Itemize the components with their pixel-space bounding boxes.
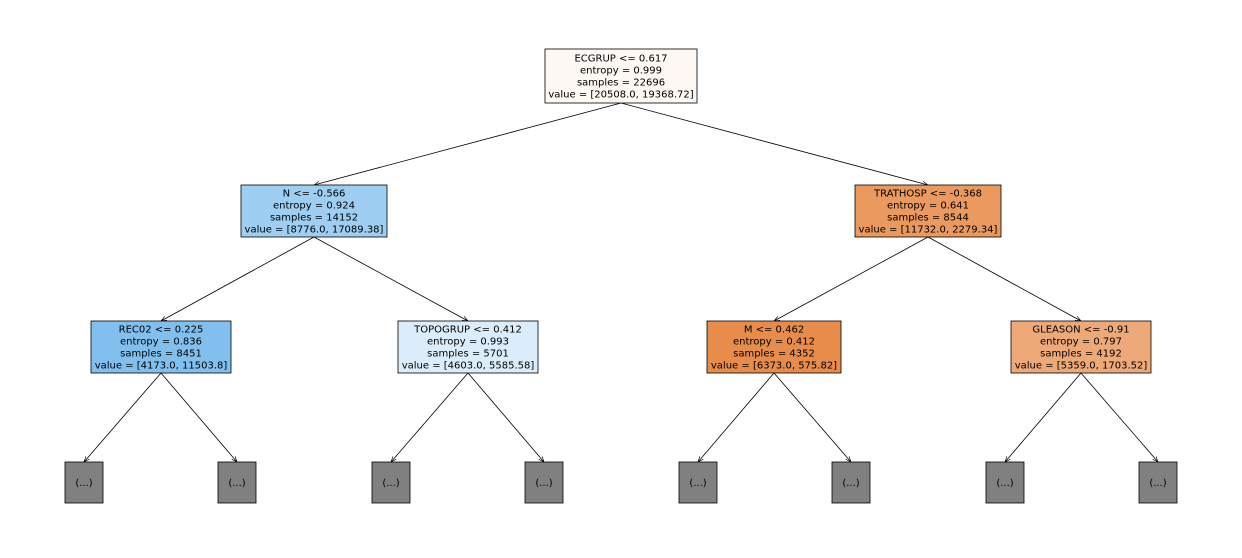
node-text-line: entropy = 0.999 <box>580 66 662 77</box>
node-box <box>240 184 388 238</box>
node-text-line: entropy = 0.993 <box>427 337 509 348</box>
node-text-line: N <= -0.566 <box>283 189 346 200</box>
node-text-line: entropy = 0.836 <box>120 337 202 348</box>
node-box <box>64 461 104 504</box>
node-text-line: value = [6373.0, 575.82] <box>711 361 837 372</box>
truncated-node-lll: (...) <box>64 461 104 504</box>
truncated-node-lrr: (...) <box>524 461 564 504</box>
node-text-line: TOPOGRUP <= 0.412 <box>413 325 522 336</box>
node-box <box>985 461 1025 504</box>
node-box <box>397 320 539 374</box>
node-text-line: samples = 5701 <box>427 349 509 360</box>
edge-r-to-rr <box>927 236 1081 321</box>
edge-rl-to-rlr <box>773 372 851 462</box>
node-text-line: samples = 4352 <box>733 349 815 360</box>
node-text-line: samples = 8451 <box>120 349 202 360</box>
node-text-line: value = [20508.0, 19368.72] <box>548 90 693 101</box>
node-text-line: samples = 4192 <box>1040 349 1122 360</box>
node-text-line: (...) <box>1149 478 1166 489</box>
node-text-line: (...) <box>689 478 706 489</box>
tree-edges <box>84 102 1158 462</box>
truncated-node-rlr: (...) <box>831 461 871 504</box>
node-text-line: TRATHOSP <= -0.368 <box>873 189 982 200</box>
node-text-line: value = [5359.0, 1703.52] <box>1015 361 1148 372</box>
edge-l-to-ll <box>161 236 315 321</box>
truncated-node-rrl: (...) <box>985 461 1025 504</box>
node-box <box>831 461 871 504</box>
node-box <box>90 320 232 374</box>
truncated-node-llr: (...) <box>217 461 257 504</box>
node-text-line: entropy = 0.412 <box>733 337 815 348</box>
node-text-line: (...) <box>228 478 245 489</box>
edge-rl-to-rll <box>698 372 775 462</box>
node-text-line: entropy = 0.641 <box>887 201 969 212</box>
node-text-line: (...) <box>75 478 92 489</box>
node-box <box>1138 461 1178 504</box>
node-box <box>544 48 698 104</box>
node-text-line: (...) <box>842 478 859 489</box>
node-text-line: value = [8776.0, 17089.38] <box>245 225 384 236</box>
node-box <box>524 461 564 504</box>
node-text-line: value = [4603.0, 5585.58] <box>402 361 535 372</box>
truncated-node-lrl: (...) <box>371 461 411 504</box>
edge-l-to-lr <box>313 236 468 321</box>
node-text-line: value = [11732.0, 2279.34] <box>859 225 998 236</box>
node-text-line: samples = 22696 <box>577 78 665 89</box>
edge-lr-to-lrr <box>467 372 544 462</box>
node-text-line: entropy = 0.924 <box>273 201 355 212</box>
edge-ll-to-llr <box>160 372 237 462</box>
node-box <box>678 461 718 504</box>
edge-root-to-r <box>620 102 928 185</box>
node-text-line: samples = 8544 <box>887 213 969 224</box>
node-text-line: value = [4173.0, 11503.8] <box>95 361 228 372</box>
truncated-node-rrr: (...) <box>1138 461 1178 504</box>
node-box <box>371 461 411 504</box>
node-text-line: ECGRUP <= 0.617 <box>574 54 667 65</box>
node-text-line: M <= 0.462 <box>744 325 804 336</box>
edge-rr-to-rrl <box>1005 372 1082 462</box>
node-text-line: samples = 14152 <box>270 213 358 224</box>
node-text-line: GLEASON <= -0.91 <box>1032 325 1129 336</box>
node-box <box>706 320 842 374</box>
node-text-line: entropy = 0.797 <box>1040 337 1122 348</box>
node-text-line: (...) <box>382 478 399 489</box>
edge-r-to-rl <box>774 236 929 321</box>
node-box <box>854 184 1002 238</box>
edge-ll-to-lll <box>84 372 162 462</box>
node-text-line: (...) <box>996 478 1013 489</box>
node-box <box>1010 320 1152 374</box>
edge-rr-to-rrr <box>1080 372 1158 462</box>
node-box <box>217 461 257 504</box>
edge-root-to-l <box>314 102 622 185</box>
node-text-line: (...) <box>535 478 552 489</box>
edge-lr-to-lrl <box>391 372 469 462</box>
truncated-node-rll: (...) <box>678 461 718 504</box>
node-text-line: REC02 <= 0.225 <box>119 325 204 336</box>
